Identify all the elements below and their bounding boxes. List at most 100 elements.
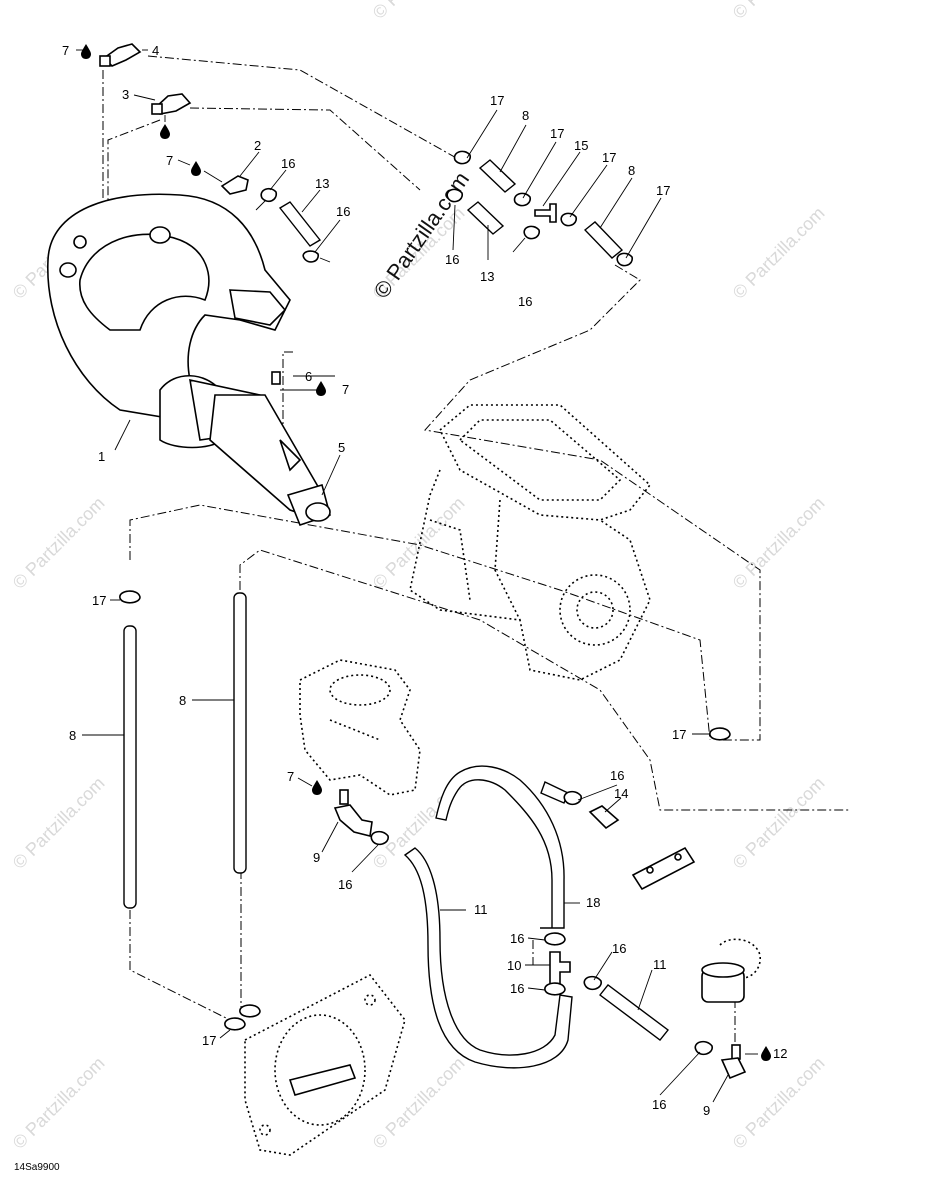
callout-17: 17 bbox=[672, 727, 686, 742]
elbow-fitting-4[interactable] bbox=[99, 43, 142, 67]
callout-11: 11 bbox=[653, 957, 667, 972]
hose-clamp[interactable] bbox=[560, 212, 577, 227]
callout-7: 7 bbox=[342, 382, 349, 397]
hose-clamp[interactable] bbox=[513, 192, 531, 207]
oil-drop-icon bbox=[312, 780, 322, 795]
hose-11-short[interactable] bbox=[599, 984, 669, 1041]
callout-16: 16 bbox=[281, 156, 295, 171]
hose-clamp[interactable] bbox=[302, 250, 331, 263]
hose-8-left[interactable] bbox=[123, 625, 137, 909]
callout-7: 7 bbox=[287, 769, 294, 784]
callout-8: 8 bbox=[69, 728, 76, 743]
hose-clamp[interactable] bbox=[544, 982, 566, 996]
tee-fitting-10[interactable] bbox=[549, 951, 571, 986]
callout-7: 7 bbox=[166, 153, 173, 168]
hose-13[interactable] bbox=[278, 201, 322, 247]
callout-6: 6 bbox=[305, 369, 312, 384]
watermark-main: © Partzilla.com bbox=[369, 167, 475, 303]
diagram-code: 14Sa9900 bbox=[14, 1162, 60, 1173]
hose-clamp[interactable] bbox=[709, 727, 731, 741]
oil-drop-icon bbox=[160, 124, 170, 139]
watermark: © Partzilla.com bbox=[9, 493, 109, 593]
hose-clamp[interactable] bbox=[453, 150, 471, 165]
oil-drop-icon bbox=[316, 381, 326, 396]
fitting-14[interactable] bbox=[588, 805, 620, 830]
watermark: © Partzilla.com bbox=[369, 1053, 469, 1153]
callout-16: 16 bbox=[612, 941, 626, 956]
elbow-fitting-9[interactable] bbox=[333, 789, 373, 837]
callout-16: 16 bbox=[510, 981, 524, 996]
hose-clamp[interactable] bbox=[563, 790, 582, 806]
hose-clamp[interactable] bbox=[119, 590, 141, 604]
watermark: © Partzilla.com bbox=[729, 773, 829, 873]
callout-2: 2 bbox=[254, 138, 261, 153]
hose-clamp[interactable] bbox=[224, 1017, 246, 1031]
hose-clamp[interactable] bbox=[370, 830, 389, 846]
callout-8: 8 bbox=[628, 163, 635, 178]
hose-clamp[interactable] bbox=[694, 1040, 713, 1056]
callout-8: 8 bbox=[522, 108, 529, 123]
mounting-bracket[interactable] bbox=[631, 846, 696, 891]
callout-16: 16 bbox=[518, 294, 532, 309]
callout-11: 11 bbox=[474, 902, 488, 917]
callout-17: 17 bbox=[550, 126, 564, 141]
callout-8: 8 bbox=[179, 693, 186, 708]
watermark: © Partzilla.com bbox=[9, 1053, 109, 1153]
leader-lines bbox=[76, 49, 758, 1103]
callout-16: 16 bbox=[652, 1097, 666, 1112]
callout-14: 14 bbox=[614, 786, 628, 801]
callout-9: 9 bbox=[313, 850, 320, 865]
callout-10: 10 bbox=[507, 958, 521, 973]
watermark: © Partzilla.com bbox=[369, 0, 469, 23]
hose-8[interactable] bbox=[583, 221, 624, 259]
watermark: © Partzilla.com bbox=[9, 773, 109, 873]
callout-12: 12 bbox=[773, 1046, 787, 1061]
hose-clamp[interactable] bbox=[255, 187, 278, 211]
callout-7: 7 bbox=[62, 43, 69, 58]
tee-fitting-15[interactable] bbox=[534, 203, 557, 223]
callout-16: 16 bbox=[336, 204, 350, 219]
elbow-fitting-3[interactable] bbox=[151, 93, 192, 115]
muffler-ghost bbox=[299, 659, 421, 796]
hose-routing-lines bbox=[102, 55, 850, 1045]
callout-16: 16 bbox=[338, 877, 352, 892]
hose-8[interactable] bbox=[478, 159, 517, 193]
callout-9: 9 bbox=[703, 1103, 710, 1118]
callout-16: 16 bbox=[510, 931, 524, 946]
callout-1: 1 bbox=[98, 449, 105, 464]
callout-16: 16 bbox=[445, 252, 459, 267]
elbow-fitting-9-right[interactable] bbox=[720, 1044, 747, 1080]
hose-8-center[interactable] bbox=[233, 592, 247, 874]
callout-13: 13 bbox=[315, 176, 329, 191]
hose-clamp[interactable] bbox=[616, 252, 633, 267]
elbow-fitting-2[interactable] bbox=[220, 175, 249, 195]
fitting-6[interactable] bbox=[271, 371, 281, 385]
callout-18: 18 bbox=[586, 895, 600, 910]
hose-13[interactable] bbox=[466, 201, 505, 235]
oil-drop-icon bbox=[761, 1046, 771, 1061]
callout-17: 17 bbox=[602, 150, 616, 165]
watermark: © Partzilla.com bbox=[729, 493, 829, 593]
watermark: © Partzilla.com bbox=[729, 0, 829, 23]
pump-plate bbox=[244, 973, 406, 1156]
oil-drop-icon bbox=[81, 44, 91, 59]
callout-17: 17 bbox=[490, 93, 504, 108]
exhaust-outlet[interactable] bbox=[209, 394, 331, 526]
hose-clamp[interactable] bbox=[239, 1004, 261, 1018]
watermark: © Partzilla.com bbox=[729, 203, 829, 303]
watermark: © Partzilla.com bbox=[369, 493, 469, 593]
engine-ghost bbox=[409, 404, 652, 681]
pump-outlet[interactable] bbox=[701, 938, 761, 1003]
hose-clamp[interactable] bbox=[544, 932, 566, 946]
hose-clamp[interactable] bbox=[446, 188, 463, 203]
callout-16: 16 bbox=[610, 768, 624, 783]
callout-17: 17 bbox=[202, 1033, 216, 1048]
hose-clamp[interactable] bbox=[512, 225, 540, 253]
hose-11[interactable] bbox=[403, 847, 573, 1069]
callout-4: 4 bbox=[152, 43, 159, 58]
hose-18[interactable] bbox=[435, 765, 569, 929]
callout-17: 17 bbox=[656, 183, 670, 198]
hose-clamp[interactable] bbox=[583, 975, 602, 991]
callout-13: 13 bbox=[480, 269, 494, 284]
